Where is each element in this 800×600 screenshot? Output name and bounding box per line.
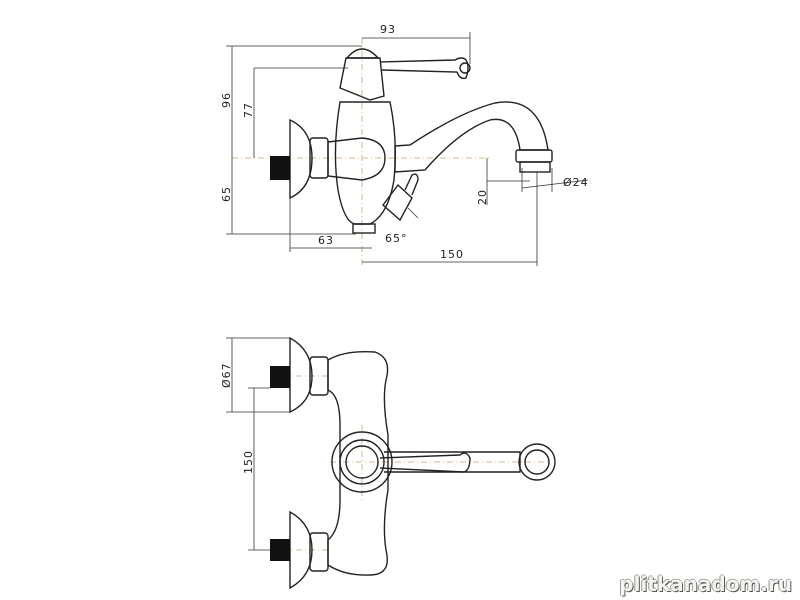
diverter-knob	[382, 183, 413, 222]
cartridge-cap	[339, 57, 385, 101]
top-view: Ø67 150	[220, 336, 556, 590]
watermark: plitkanadom.ru	[619, 572, 792, 596]
inlet-connector	[270, 156, 290, 180]
dim-lower-height: 65	[220, 186, 233, 202]
wall-flange-upper	[289, 336, 313, 414]
wall-flange-lower	[289, 510, 313, 590]
inlet-connector-lower	[270, 539, 290, 561]
dim-spout-reach: 150	[440, 248, 464, 261]
dim-top-width: 93	[380, 23, 396, 36]
mixer-body	[327, 350, 389, 576]
faucet-body	[334, 101, 397, 225]
inlet-connector-upper	[270, 366, 290, 388]
dim-flange-diameter: Ø67	[220, 362, 233, 388]
dim-total-height: 96	[220, 92, 233, 108]
dim-angle: 65°	[385, 232, 408, 245]
dim-aerator-diameter: Ø24	[563, 176, 589, 189]
dim-spout-drop: 20	[476, 189, 489, 205]
dim-wall-offset: 63	[318, 234, 334, 247]
wall-flange	[289, 118, 313, 200]
dim-inlet-spacing: 150	[242, 450, 255, 474]
dim-lever-height: 77	[242, 102, 255, 118]
cartridge-cap-top	[331, 431, 393, 493]
side-view: 93 96 77 65 20 Ø24 63 150 65°	[220, 23, 589, 268]
